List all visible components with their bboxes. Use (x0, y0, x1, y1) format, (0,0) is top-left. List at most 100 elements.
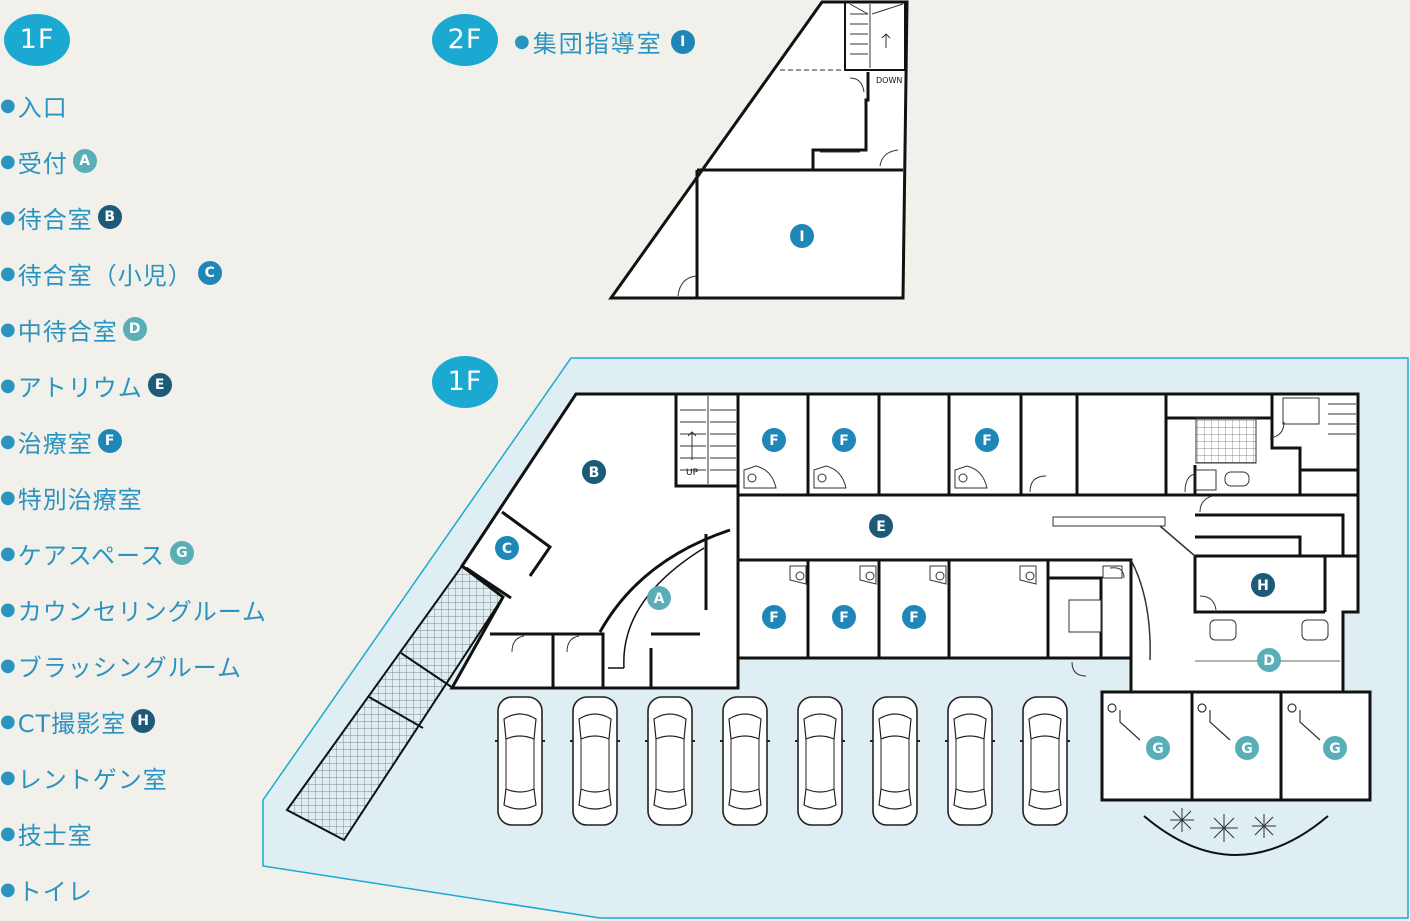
marker-badge: B (97, 205, 122, 229)
marker-circle (495, 536, 519, 560)
marker-circle (975, 428, 999, 452)
bullet-dot-icon: ● (0, 542, 17, 564)
marker-circle (762, 605, 786, 629)
room-marker-f: F (762, 428, 786, 452)
marker-circle (832, 428, 856, 452)
bullet-dot-icon: ● (0, 374, 17, 396)
marker-circle (582, 460, 606, 484)
legend-label: 技士室 (17, 821, 93, 850)
marker-circle (762, 428, 786, 452)
marker-letter: B (589, 465, 600, 481)
room-marker-g: G (1146, 736, 1170, 760)
marker-letter: F (839, 433, 849, 449)
marker-circle (1257, 648, 1281, 672)
room-markers: B C A E H D F F F F F F G G G I (495, 224, 1347, 760)
room-marker-f: F (902, 605, 926, 629)
room-marker-c: C (495, 536, 519, 560)
marker-badge: H (131, 709, 156, 733)
legend-label: 待合室（小児） (17, 261, 193, 290)
room-marker-h: H (1251, 573, 1275, 597)
legend-label: 中待合室 (17, 317, 118, 346)
legend-label: 特別治療室 (17, 485, 143, 514)
room-marker-d: D (1257, 648, 1281, 672)
marker-letter: F (982, 433, 992, 449)
marker-letter: F (769, 433, 779, 449)
room-marker-f: F (832, 428, 856, 452)
stairs-up-label: UP (686, 468, 699, 478)
legend-item: ●トイレ (0, 872, 93, 906)
room-marker-a: A (647, 586, 671, 610)
bullet-dot-icon: ● (514, 31, 532, 52)
marker-circle (869, 514, 893, 538)
bullet-dot-icon: ● (0, 710, 17, 732)
marker-badge: A (72, 149, 97, 173)
bullet-dot-icon: ● (0, 598, 17, 620)
marker-badge: C (197, 261, 222, 285)
bullet-dot-icon: ● (0, 486, 17, 508)
marker-circle (1235, 736, 1259, 760)
legend-item: ●待合室（小児）C (0, 256, 222, 290)
marker-letter: F (769, 610, 779, 626)
room-marker-b: B (582, 460, 606, 484)
marker-circle (1251, 573, 1275, 597)
legend-item: ●カウンセリングルーム (0, 592, 267, 626)
marker-badge: G (169, 541, 194, 565)
bullet-dot-icon: ● (0, 262, 17, 284)
room-marker-i: I (790, 224, 814, 248)
legend-label: 治療室 (17, 429, 93, 458)
legend-item: ●入口 (0, 88, 68, 122)
legend-label: 受付 (17, 149, 68, 178)
legend-label: CT撮影室 (17, 709, 127, 738)
floor-badge-1f-legend: 1F (4, 14, 70, 66)
bullet-dot-icon: ● (0, 766, 17, 788)
marker-circle (790, 224, 814, 248)
room-marker-e: E (869, 514, 893, 538)
floor-badge-2f: 2F (432, 14, 498, 66)
marker-letter: F (909, 610, 919, 626)
marker-circle (647, 586, 671, 610)
marker-letter: G (1329, 741, 1341, 757)
legend-label: アトリウム (17, 373, 143, 402)
marker-letter: I (799, 229, 804, 245)
legend-label: 入口 (17, 93, 68, 122)
marker-letter: D (1263, 653, 1275, 669)
legend-item: ●特別治療室 (0, 480, 143, 514)
bullet-dot-icon: ● (0, 822, 17, 844)
room-marker-f: F (762, 605, 786, 629)
stairs-down-label: DOWN (876, 76, 902, 85)
marker-circle (1323, 736, 1347, 760)
bullet-dot-icon: ● (0, 878, 17, 900)
marker-letter: E (876, 519, 886, 535)
marker-badge: F (97, 429, 122, 453)
legend-item: ●レントゲン室 (0, 760, 168, 794)
marker-circle (832, 605, 856, 629)
legend-label: カウンセリングルーム (17, 597, 267, 626)
legend-item: ●技士室 (0, 816, 93, 850)
second-floor-room-label: 集団指導室 (532, 30, 663, 58)
marker-letter: G (1241, 741, 1253, 757)
marker-badge: I (670, 29, 695, 54)
room-marker-f: F (832, 605, 856, 629)
marker-badge: D (122, 317, 147, 341)
marker-circle (902, 605, 926, 629)
marker-letter: G (1152, 741, 1164, 757)
legend-label: ケアスペース (17, 541, 165, 570)
bullet-dot-icon: ● (0, 94, 17, 116)
marker-circle (1146, 736, 1170, 760)
legend-label: レントゲン室 (17, 765, 168, 794)
legend-item: ●ブラッシングルーム (0, 648, 242, 682)
room-marker-g: G (1323, 736, 1347, 760)
bullet-dot-icon: ● (0, 150, 17, 172)
bullet-dot-icon: ● (0, 318, 17, 340)
bullet-dot-icon: ● (0, 654, 17, 676)
room-marker-f: F (975, 428, 999, 452)
marker-letter: F (839, 610, 849, 626)
marker-letter: H (1257, 578, 1269, 594)
